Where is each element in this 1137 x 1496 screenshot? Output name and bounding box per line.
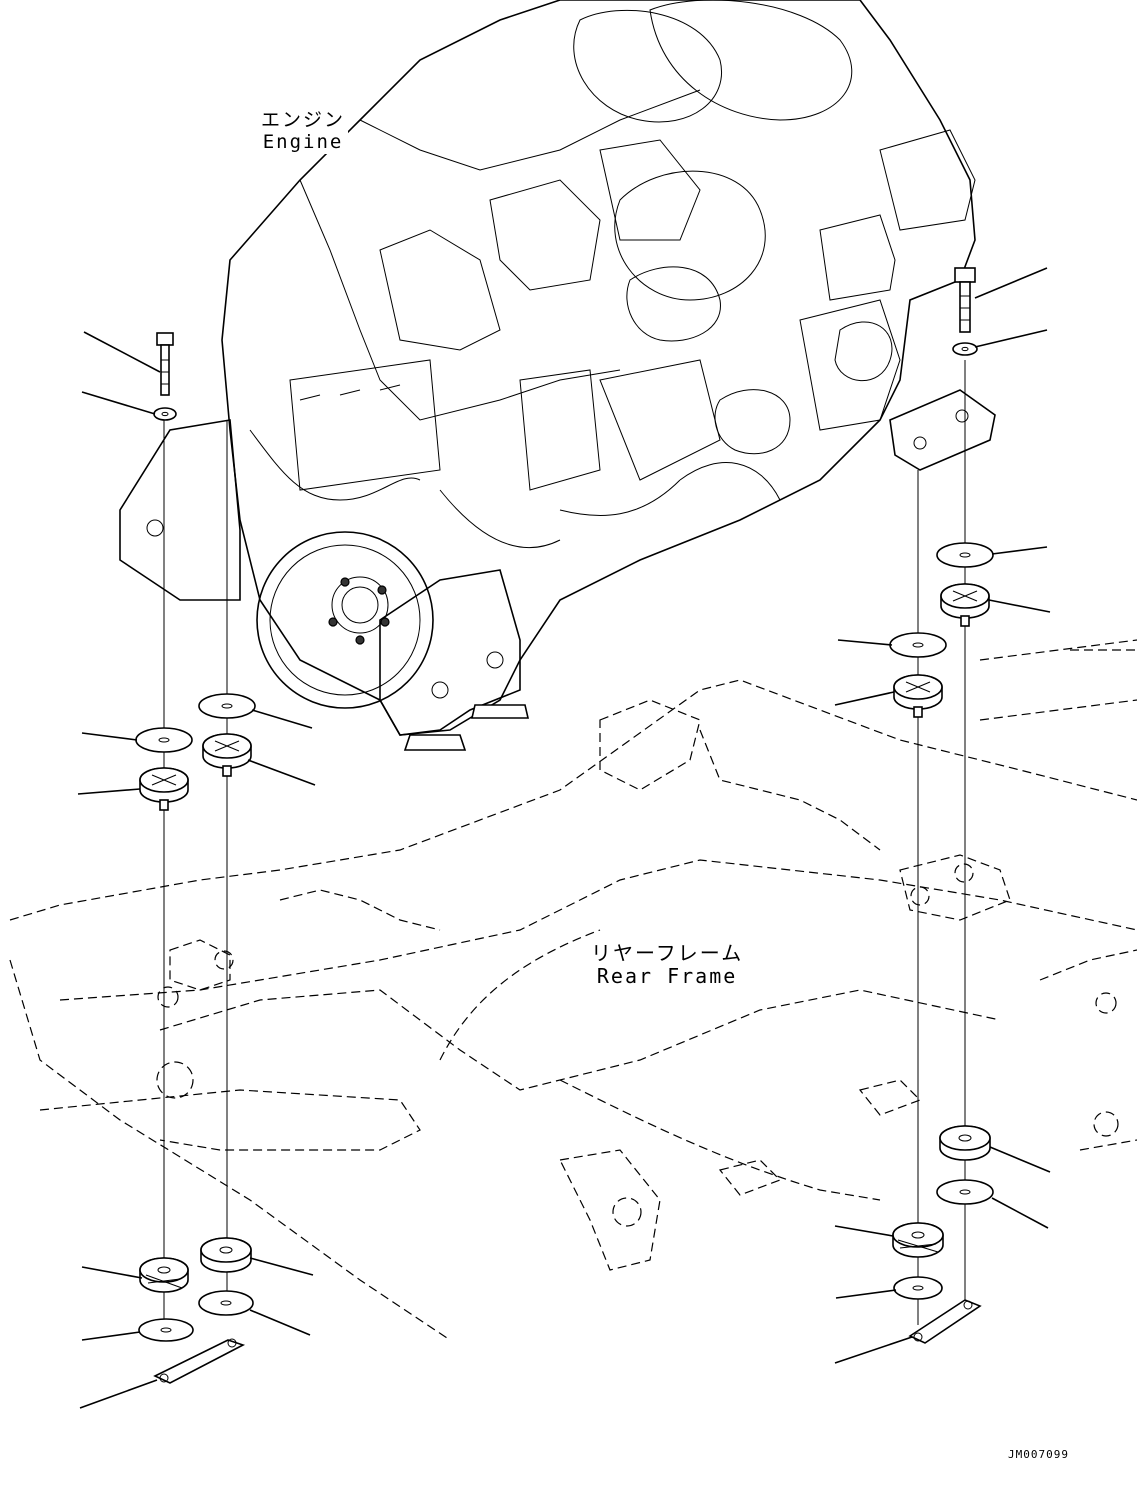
engine-label-ja: エンジン [261, 109, 346, 131]
rear-frame-label-en: Rear Frame [596, 964, 738, 988]
washer-icon [936, 1179, 994, 1205]
rear-frame-label: リヤーフレーム Rear Frame [588, 941, 747, 988]
rubber-mount-icon [939, 1125, 991, 1161]
left-bolt [153, 332, 177, 421]
rubber-mount-icon [202, 733, 252, 777]
washer-icon [936, 542, 994, 568]
washer-icon [138, 1318, 194, 1342]
rubber-mount-icon [892, 1222, 944, 1258]
rubber-mount-icon [139, 1257, 189, 1293]
leader-lines [77, 267, 1051, 1409]
bolt-icon [954, 267, 976, 283]
washer-icon [198, 693, 256, 719]
plate-icon [908, 1299, 982, 1344]
right-bolt [952, 267, 978, 356]
rubber-mount-icon [940, 583, 990, 627]
washer-icon [889, 632, 947, 658]
engine-label-en: Engine [262, 130, 344, 153]
rear-frame [9, 639, 1137, 1341]
washer-icon [952, 342, 978, 356]
engine [119, 0, 996, 751]
bolt-icon [156, 332, 174, 346]
drawing-code: JM007099 [1008, 1448, 1069, 1461]
engine-label: エンジン Engine [258, 109, 349, 154]
plate-icon [153, 1338, 246, 1384]
washer-icon [135, 727, 193, 753]
washer-icon [198, 1290, 254, 1316]
rear-frame-label-ja: リヤーフレーム [591, 941, 744, 965]
centerlines [163, 360, 966, 1325]
washer-icon [893, 1276, 943, 1300]
rubber-mount-icon [139, 767, 189, 811]
washer-icon [153, 407, 177, 421]
rubber-mount-icon [893, 674, 943, 718]
rubber-mount-icon [200, 1237, 252, 1273]
